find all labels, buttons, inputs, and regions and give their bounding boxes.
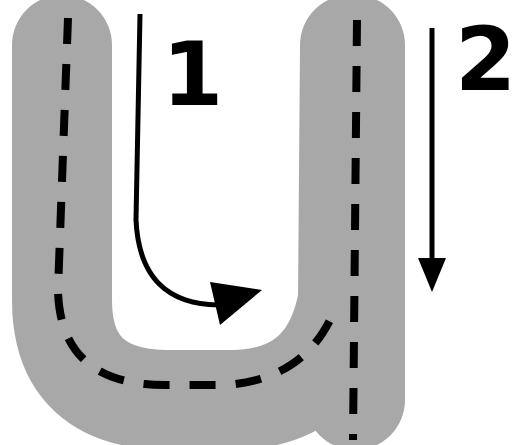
step-2-number: 2: [455, 8, 516, 111]
stroke-1-arrowhead: [210, 282, 262, 325]
step-1-number: 1: [162, 23, 223, 126]
stroke-2-arrow: [418, 28, 446, 292]
stroke-2-arrowhead: [418, 258, 446, 292]
